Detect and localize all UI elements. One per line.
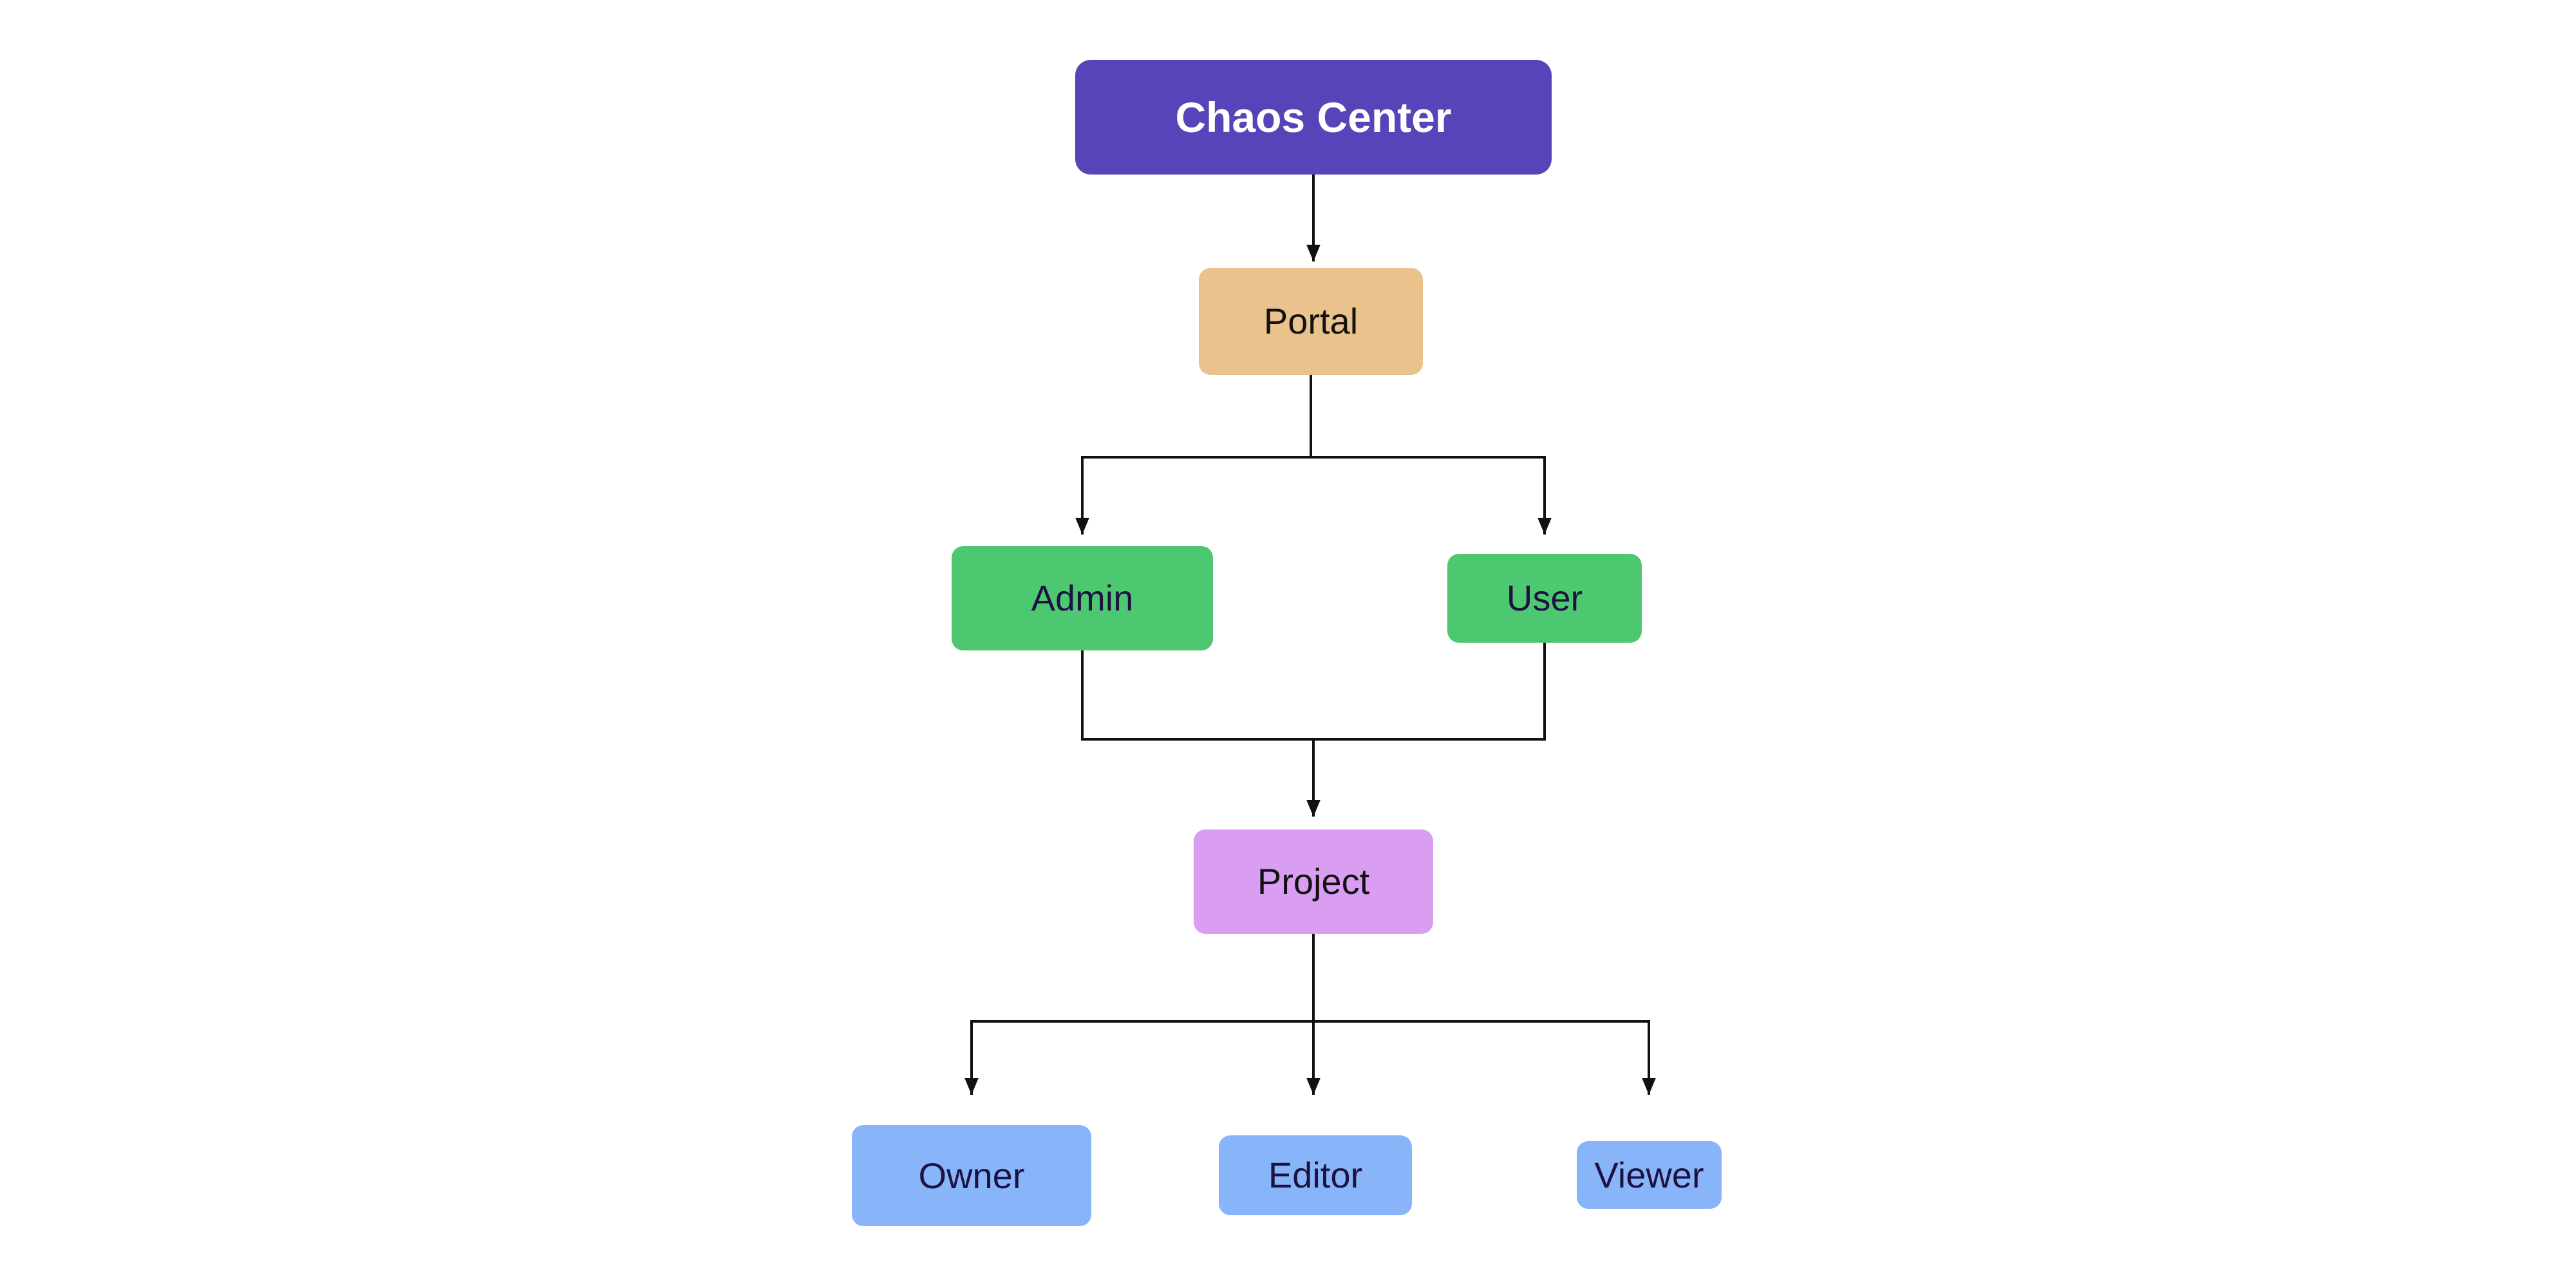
node-admin: Admin [952, 546, 1213, 650]
node-portal-label: Portal [1263, 301, 1359, 341]
edge-portal-to-admin [1075, 375, 1312, 535]
edge-project-to-owner [964, 934, 1315, 1095]
node-owner: Owner [852, 1125, 1091, 1226]
edge-portal-to-user [1310, 375, 1552, 535]
node-chaos-center-label: Chaos Center [1175, 93, 1452, 141]
node-chaos-center: Chaos Center [1075, 60, 1552, 175]
node-editor-label: Editor [1268, 1155, 1363, 1195]
node-user: User [1447, 554, 1642, 643]
node-editor: Editor [1219, 1135, 1412, 1215]
edge-admin-to-project [1081, 650, 1321, 817]
edge-user-to-project [1306, 643, 1546, 817]
node-viewer-label: Viewer [1594, 1154, 1704, 1195]
edge-project-to-viewer [1312, 934, 1656, 1095]
node-project-label: Project [1257, 861, 1370, 902]
node-owner-label: Owner [918, 1155, 1025, 1196]
node-user-label: User [1506, 578, 1583, 618]
node-project: Project [1194, 829, 1433, 934]
node-portal: Portal [1199, 268, 1423, 375]
node-admin-label: Admin [1031, 578, 1134, 618]
node-viewer: Viewer [1577, 1141, 1722, 1209]
